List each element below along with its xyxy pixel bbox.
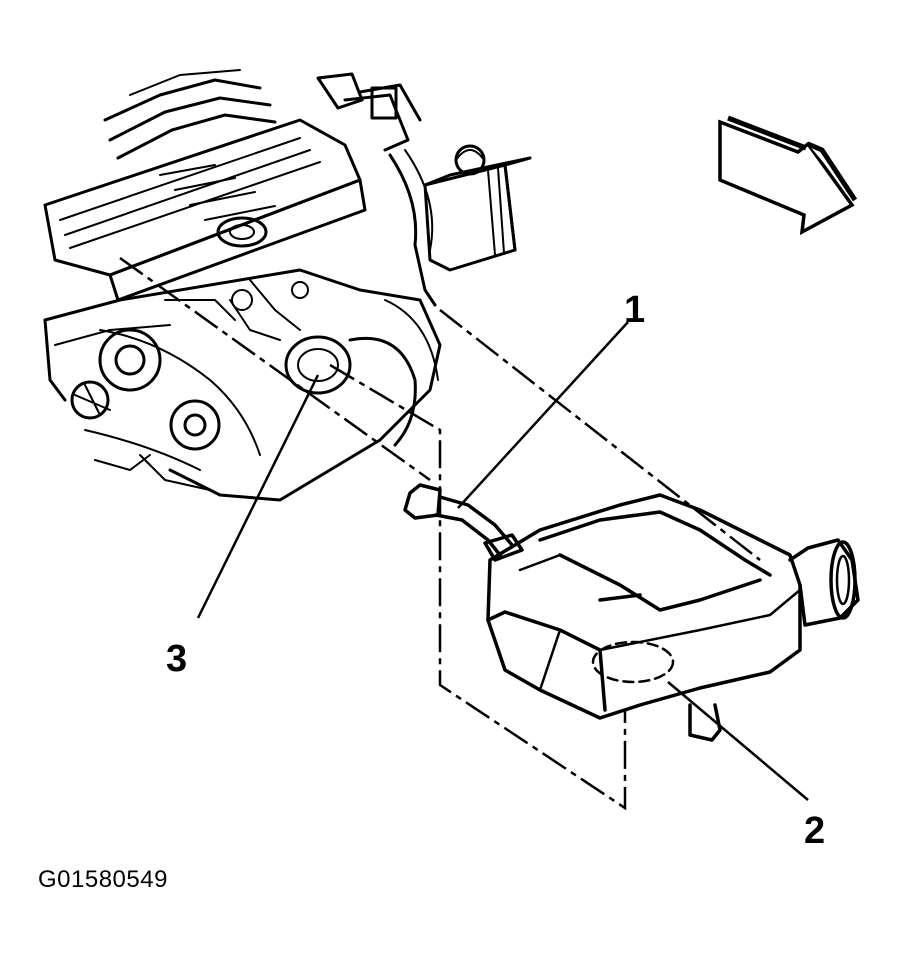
figure-id: G01580549 <box>38 866 168 893</box>
leader-line-2 <box>667 681 809 801</box>
alignment-lines <box>119 256 761 811</box>
callout-3: 3 <box>166 638 187 680</box>
leader-line-1 <box>457 321 629 509</box>
reservoir-part <box>403 483 860 742</box>
leader-line-3 <box>196 374 320 619</box>
callout-1: 1 <box>624 289 645 331</box>
engine-assembly <box>43 69 532 502</box>
callout-2: 2 <box>804 810 825 852</box>
arrow-icon <box>718 115 858 236</box>
leader-lines <box>196 321 809 801</box>
